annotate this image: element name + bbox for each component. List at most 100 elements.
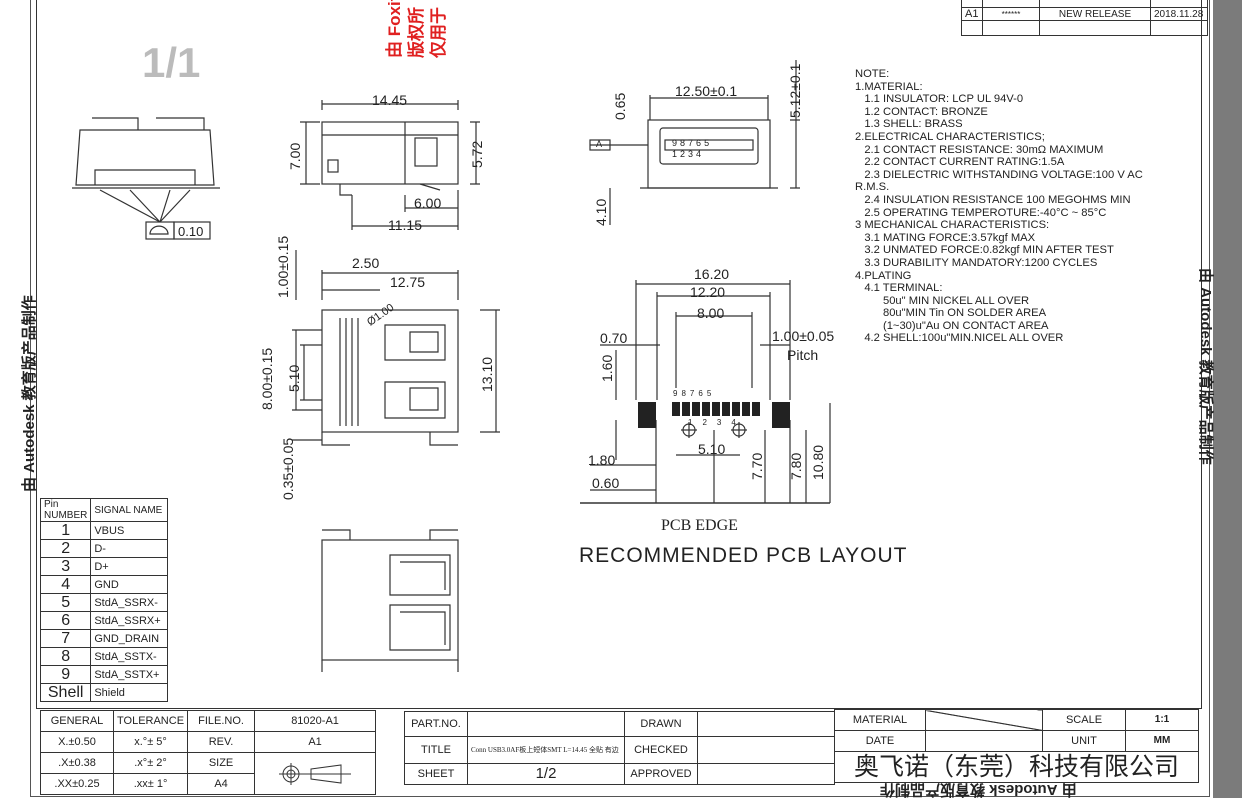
- pitch-label: Pitch: [787, 347, 819, 363]
- note-line: 2.1 CONTACT RESISTANCE: 30mΩ MAXIMUM: [855, 143, 1104, 156]
- projection-symbol: [254, 752, 377, 795]
- note-line: 2.2 CONTACT CURRENT RATING:1.5A: [855, 156, 1065, 169]
- dim-pcb-770: 7.70: [749, 452, 765, 480]
- note-line: 50u" MIN NICKEL ALL OVER: [855, 294, 1030, 307]
- pin-label: 7: [688, 138, 697, 148]
- dim-pcb-160: 1.60: [599, 354, 615, 382]
- pin-number: 2: [39, 539, 92, 558]
- signal-name: StdA_SSRX+: [90, 611, 169, 630]
- part-no-label: PART.NO.: [404, 711, 468, 737]
- page-indicator: 1/1: [142, 39, 201, 86]
- pin-label: 3: [716, 418, 732, 427]
- unit-value: MM: [1125, 730, 1199, 752]
- note-line: 2.5 OPERATING TEMPEROTURE:-40°C ~ 85°C: [855, 206, 1107, 219]
- note-line: 3.2 UNMATED FORCE:0.82kgf MIN AFTER TEST: [855, 244, 1114, 257]
- signal-name: GND_DRAIN: [90, 629, 169, 648]
- pin-number: 7: [39, 629, 92, 648]
- signal-name-header: SIGNAL NAME: [90, 498, 169, 522]
- dim-top-510: 5.10: [286, 364, 302, 392]
- note-line: 2.ELECTRICAL CHARACTERISTICS;: [855, 130, 1045, 143]
- pin-label: 6: [696, 138, 705, 148]
- rev-label: REV.: [187, 731, 256, 753]
- tolerance-value: .XX±0.25: [40, 773, 114, 795]
- checked-label: CHECKED: [624, 736, 698, 764]
- signal-name: D-: [90, 539, 169, 558]
- connector-front-isometric: [72, 117, 220, 240]
- pin-label: 2: [702, 418, 717, 427]
- note-line: R.M.S.: [855, 181, 890, 194]
- pin-label: 2: [680, 149, 689, 159]
- file-no-label: FILE.NO.: [187, 710, 256, 732]
- dim-side-height-2: 5.72: [469, 140, 485, 168]
- dim-front-height: 5.12±0.1: [787, 63, 803, 118]
- flatness-value: 0.10: [178, 224, 204, 239]
- pin-label: 5: [706, 389, 716, 398]
- pin-label: 5: [704, 138, 713, 148]
- note-line: 3.3 DURABILITY MANDATORY:1200 CYCLES: [855, 256, 1098, 269]
- notes-block: NOTE: 1.MATERIAL: 1.1 INSULATOR: LCP UL …: [855, 68, 1143, 345]
- dim-front-410: 4.10: [593, 198, 609, 226]
- company-name: 奥飞诺（东莞）科技有限公司: [834, 751, 1199, 783]
- pin-label: 4: [696, 149, 705, 159]
- pcb-layout: [580, 280, 831, 504]
- pin-number: Shell: [39, 683, 92, 702]
- pin-label: 1: [672, 149, 681, 159]
- pin-label: 9: [673, 389, 682, 398]
- pin-number: 8: [39, 647, 92, 666]
- connector-bottom-view: [321, 529, 459, 672]
- connector-end-view: [589, 60, 800, 225]
- scale-value: 1:1: [1125, 709, 1199, 731]
- dim-top-250: 2.50: [352, 255, 380, 271]
- sheet-value: 1/2: [467, 763, 625, 785]
- pin-number: 1: [39, 521, 92, 540]
- dim-pcb-1220: 12.20: [690, 284, 726, 300]
- material-label: MATERIAL: [834, 709, 926, 731]
- dim-top-1310: 13.10: [479, 356, 495, 392]
- tolerance-value: .xx± 1°: [112, 773, 189, 795]
- tolerance-value: .x°± 2°: [112, 752, 189, 774]
- signal-name: StdA_SSRX-: [90, 593, 169, 612]
- dim-pcb-1620: 16.20: [694, 266, 730, 282]
- note-line: 2.4 INSULATION RESISTANCE 100 MEGOHMS MI…: [855, 193, 1131, 206]
- dim-pcb-070: 0.70: [600, 330, 628, 346]
- datum-label: A: [596, 139, 603, 149]
- pcb-pin-numbers-top: 98765: [673, 389, 715, 399]
- pin-label: 4: [731, 418, 746, 427]
- signal-name: VBUS: [90, 521, 169, 540]
- dim-pcb-180: 1.80: [588, 452, 616, 468]
- signal-name: StdA_SSTX+: [90, 665, 169, 684]
- part-no-value: [467, 711, 625, 737]
- dim-pcb-pitch: 1.00±0.05: [772, 328, 835, 344]
- pin-number: 9: [39, 665, 92, 684]
- dim-front-width: 12.50±0.1: [675, 83, 738, 99]
- scale-label: SCALE: [1042, 709, 1126, 731]
- pin-number: 3: [39, 557, 92, 576]
- unit-label: UNIT: [1042, 730, 1126, 752]
- pcb-layout-title: RECOMMENDED PCB LAYOUT: [579, 544, 908, 567]
- note-line: 1.1 INSULATOR: LCP UL 94V-0: [855, 93, 1024, 106]
- tolerance-value: X.±0.50: [40, 731, 114, 753]
- dim-pcb-1080: 10.80: [810, 444, 826, 480]
- pin-label: 1: [688, 418, 703, 427]
- dim-side-height: 7.00: [287, 142, 303, 170]
- dim-top-035: 0.35±0.05: [280, 437, 296, 500]
- drawing-frame: [36, 0, 1202, 709]
- note-line: 4.1 TERMINAL:: [855, 282, 943, 295]
- dim-pcb-800: 8.00: [697, 305, 725, 321]
- pin-label: 9: [672, 138, 681, 148]
- note-line: 1.MATERIAL:: [855, 80, 923, 93]
- dim-front-065: 0.65: [612, 92, 628, 120]
- signal-name: GND: [90, 575, 169, 594]
- pin-number: 5: [39, 593, 92, 612]
- dim-top-800: 8.00±0.15: [259, 347, 275, 410]
- pin-label: 8: [681, 389, 690, 398]
- pin-label: 7: [689, 389, 699, 398]
- pin-number-header: Pin NUMBER: [39, 498, 92, 522]
- title-value: Conn USB3.0AF板上短体SMT L=14.45 全贴 有边: [467, 736, 625, 764]
- dim-top-1275: 12.75: [390, 274, 426, 290]
